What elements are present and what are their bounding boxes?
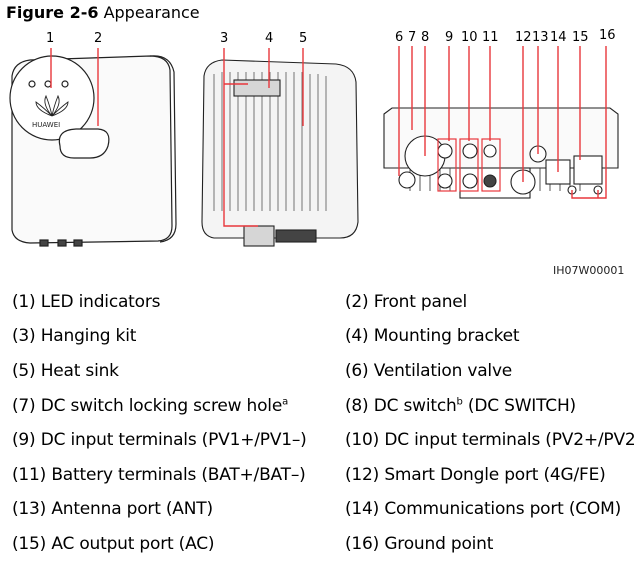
footnote-marker: b bbox=[456, 396, 463, 408]
legend-item: (10) DC input terminals (PV2+/PV2 bbox=[345, 430, 636, 450]
callout-16: 16 bbox=[599, 28, 616, 43]
callout-15: 15 bbox=[572, 30, 589, 45]
callout-14: 14 bbox=[550, 30, 567, 45]
callout-13: 13 bbox=[532, 30, 549, 45]
legend-item: (16) Ground point bbox=[345, 534, 494, 554]
callout-lines bbox=[50, 46, 607, 227]
ventilation-valve-icon bbox=[398, 171, 416, 189]
document-code: IH07W00001 bbox=[553, 264, 625, 277]
led-icon bbox=[61, 80, 69, 88]
legend-item: (3) Hanging kit bbox=[12, 326, 137, 346]
callout-4: 4 bbox=[265, 31, 274, 46]
callout-6: 6 bbox=[395, 30, 404, 45]
legend-item: (8) DC switchb (DC SWITCH) bbox=[345, 396, 576, 416]
callout-1: 1 bbox=[46, 31, 55, 46]
legend-item: (6) Ventilation valve bbox=[345, 361, 513, 381]
callout-11: 11 bbox=[482, 30, 499, 45]
callout-10: 10 bbox=[461, 30, 478, 45]
figure-caption: Appearance bbox=[103, 3, 200, 22]
callout-9: 9 bbox=[445, 30, 454, 45]
legend-item: (7) DC switch locking screw holea bbox=[12, 396, 289, 416]
legend-item: (9) DC input terminals (PV1+/PV1–) bbox=[12, 430, 307, 450]
bottom-view bbox=[383, 107, 619, 199]
bat-plus-icon bbox=[483, 144, 497, 158]
led-icon bbox=[28, 80, 36, 88]
callout-5: 5 bbox=[299, 31, 308, 46]
legend-item: (13) Antenna port (ANT) bbox=[12, 499, 213, 519]
figure-number: Figure 2-6 bbox=[6, 3, 99, 22]
legend-item: (11) Battery terminals (BAT+/BAT–) bbox=[12, 465, 306, 485]
callout-8: 8 bbox=[421, 30, 430, 45]
legend-item: (14) Communications port (COM) bbox=[345, 499, 622, 519]
led-panel bbox=[9, 55, 95, 141]
brand-label: HUAWEI bbox=[32, 121, 60, 129]
mounting-bracket bbox=[233, 79, 281, 97]
dongle-panel bbox=[58, 128, 110, 159]
callout-12: 12 bbox=[515, 30, 532, 45]
legend-item: (1) LED indicators bbox=[12, 292, 161, 312]
legend-item: (12) Smart Dongle port (4G/FE) bbox=[345, 465, 606, 485]
legend-item: (4) Mounting bracket bbox=[345, 326, 520, 346]
pv1-plus-icon bbox=[437, 143, 453, 159]
ac-port-icon bbox=[573, 155, 603, 185]
callout-7: 7 bbox=[408, 30, 417, 45]
huawei-logo-icon bbox=[35, 94, 69, 117]
front-view bbox=[9, 55, 177, 247]
footnote-marker: a bbox=[282, 396, 289, 408]
led-icon bbox=[44, 80, 52, 88]
legend-item: (5) Heat sink bbox=[12, 361, 119, 381]
pv2-minus-icon bbox=[462, 173, 478, 189]
hanging-kit-lower bbox=[243, 225, 275, 247]
appearance-figure: HUAWEI bbox=[0, 26, 626, 277]
back-view bbox=[201, 59, 359, 247]
legend-item: (15) AC output port (AC) bbox=[12, 534, 215, 554]
inverter-illustration: HUAWEI bbox=[9, 46, 619, 247]
legend-item: (2) Front panel bbox=[345, 292, 468, 312]
pv2-plus-icon bbox=[462, 143, 478, 159]
pv1-minus-icon bbox=[437, 173, 453, 189]
callout-2: 2 bbox=[94, 31, 103, 46]
figure-title: Figure 2-6 Appearance bbox=[6, 3, 200, 22]
callout-3: 3 bbox=[220, 31, 229, 46]
bat-minus-icon bbox=[483, 174, 497, 188]
